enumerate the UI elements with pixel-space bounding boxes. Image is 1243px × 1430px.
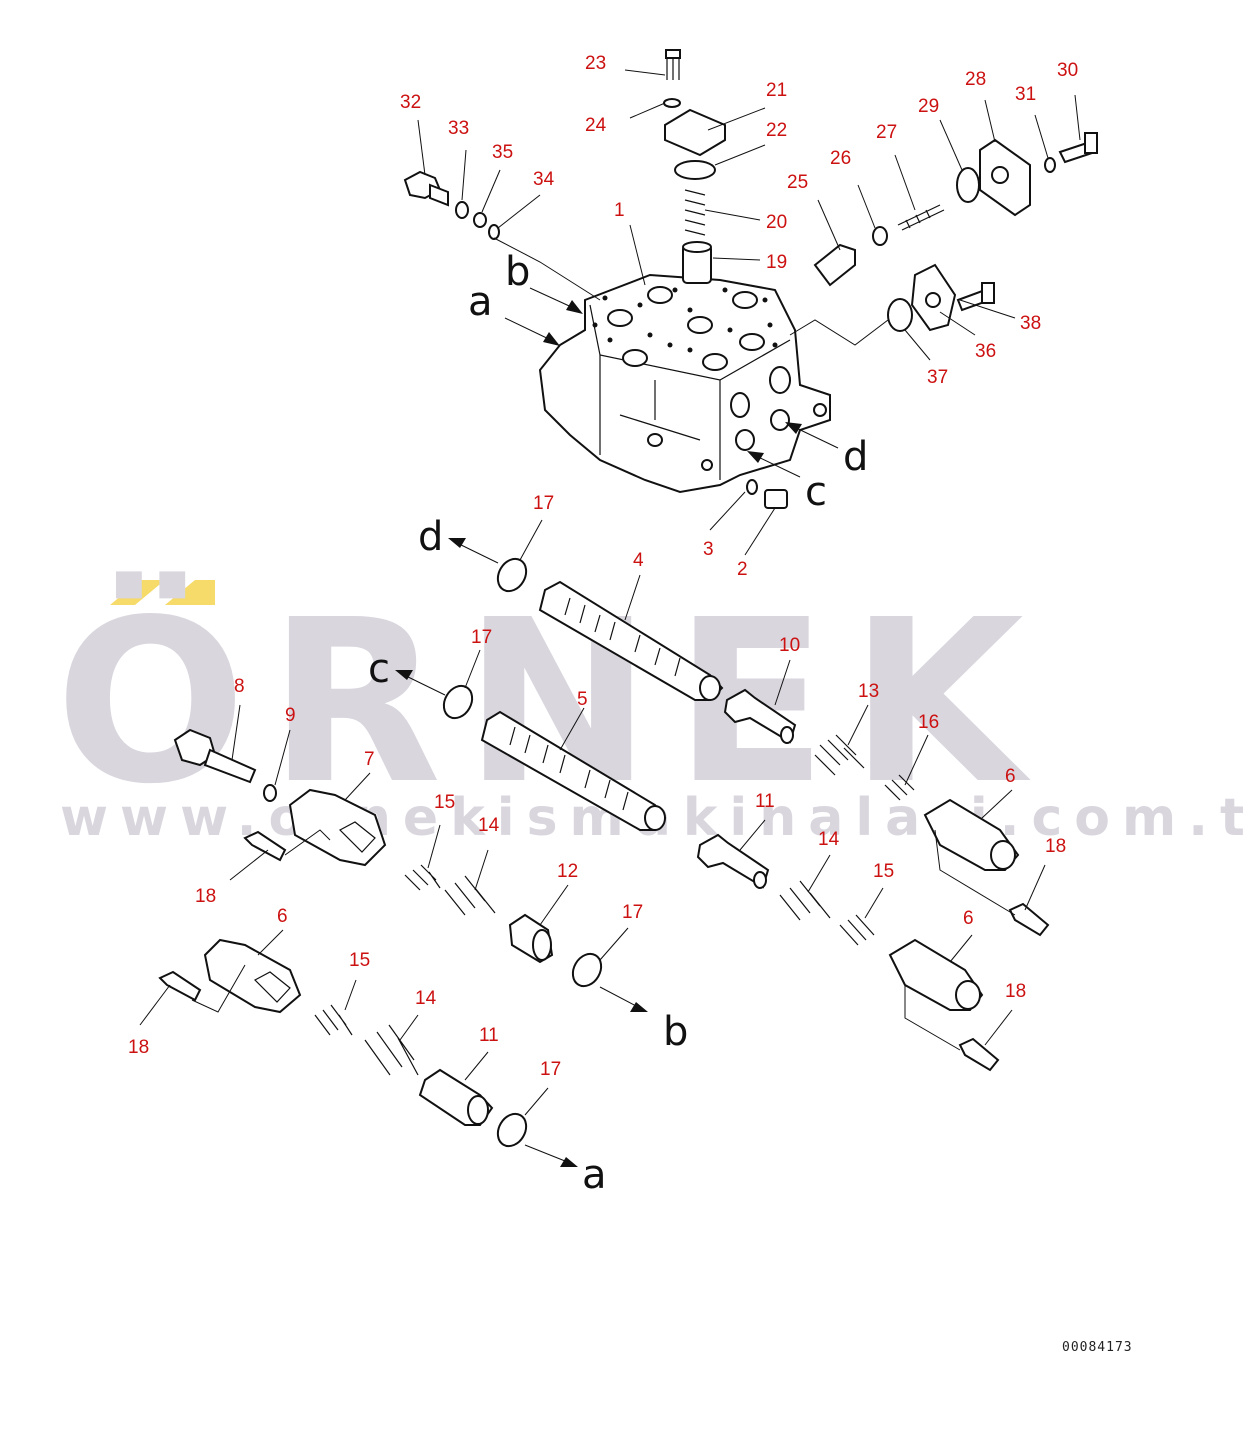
right-flange-assembly [887,263,995,332]
cap-6-left [203,938,302,1014]
body-ports [607,286,827,471]
callout-14: 14 [415,988,437,1009]
springs [314,734,915,1076]
callout-13: 13 [858,681,879,702]
callout-26: 26 [830,148,851,169]
flow-letter-b: b [505,249,530,295]
callout-6: 6 [1005,766,1016,787]
callout-18: 18 [128,1037,149,1058]
callout-36: 36 [975,341,996,362]
callout-2: 2 [737,559,748,580]
callouts: 23 24 21 22 20 19 1 32 33 35 34 25 26 27… [128,53,1078,1080]
callout-24: 24 [585,115,607,136]
cap-6-right-lower [888,938,984,1011]
flow-letter-a: a [582,1152,607,1198]
callout-6: 6 [963,908,974,929]
callout-35: 35 [492,142,513,163]
flow-arrows [395,287,839,1167]
callout-5: 5 [577,689,588,710]
bolts-18 [158,830,1050,1072]
body-plug [746,479,788,509]
spool-5 [480,710,667,831]
callout-15: 15 [349,950,370,971]
callout-18: 18 [195,886,216,907]
callout-29: 29 [918,96,939,117]
callout-9: 9 [285,705,296,726]
drawing-code: 00084173 [1062,1340,1133,1355]
callout-17: 17 [471,627,492,648]
flow-letter-d: d [843,434,868,480]
callout-3: 3 [703,539,714,560]
callout-19: 19 [766,252,787,273]
leader-lines [139,69,1081,1116]
callout-22: 22 [766,120,787,141]
plug-8 [173,728,277,802]
callout-31: 31 [1015,84,1036,105]
flow-letter-c: c [805,469,827,515]
orings-17 [442,557,603,1148]
callout-1: 1 [614,200,625,221]
callout-28: 28 [965,69,986,90]
piston-11-left [418,1068,494,1126]
callout-27: 27 [876,122,897,143]
flow-letter-d: d [418,514,443,560]
piston-10 [723,688,797,744]
callout-21: 21 [766,80,787,101]
callout-15: 15 [873,861,894,882]
callout-12: 12 [557,861,578,882]
callout-17: 17 [533,493,554,514]
callout-8: 8 [234,676,245,697]
valve-body [538,273,831,494]
callout-6: 6 [277,906,288,927]
flow-letter-c: c [368,646,390,692]
flow-letter-a: a [468,279,493,325]
callout-10: 10 [779,635,800,656]
sleeve-12 [508,913,554,964]
piston-11-right [696,833,770,889]
callout-7: 7 [364,749,375,770]
callout-11: 11 [755,791,775,812]
left-plug-assembly [403,170,500,240]
callout-18: 18 [1005,981,1026,1002]
cap-7 [288,788,387,867]
callout-30: 30 [1057,60,1078,81]
watermark-accent-marks [110,580,215,605]
callout-14: 14 [478,815,500,836]
right-relief-assembly [813,132,1098,287]
callout-15: 15 [434,792,455,813]
callout-34: 34 [533,169,555,190]
callout-4: 4 [633,550,644,571]
callout-14: 14 [818,829,840,850]
callout-20: 20 [766,212,787,233]
callout-37: 37 [927,367,948,388]
body-bolt-holes [592,287,778,353]
cap-6-right-upper [923,798,1020,871]
callout-17: 17 [622,902,643,923]
callout-23: 23 [585,53,606,74]
callout-25: 25 [787,172,808,193]
callout-16: 16 [918,712,939,733]
flow-letter-b: b [663,1009,688,1055]
callout-18: 18 [1045,836,1066,857]
callout-11: 11 [479,1025,499,1046]
top-cover-assembly [663,49,726,284]
callout-38: 38 [1020,313,1041,334]
flow-letters: a b d c d c b a [368,249,868,1198]
watermark-brand: ÖRNEK [55,571,1046,834]
callout-17: 17 [540,1059,561,1080]
callout-32: 32 [400,92,421,113]
spool-4 [538,580,724,701]
callout-33: 33 [448,118,469,139]
